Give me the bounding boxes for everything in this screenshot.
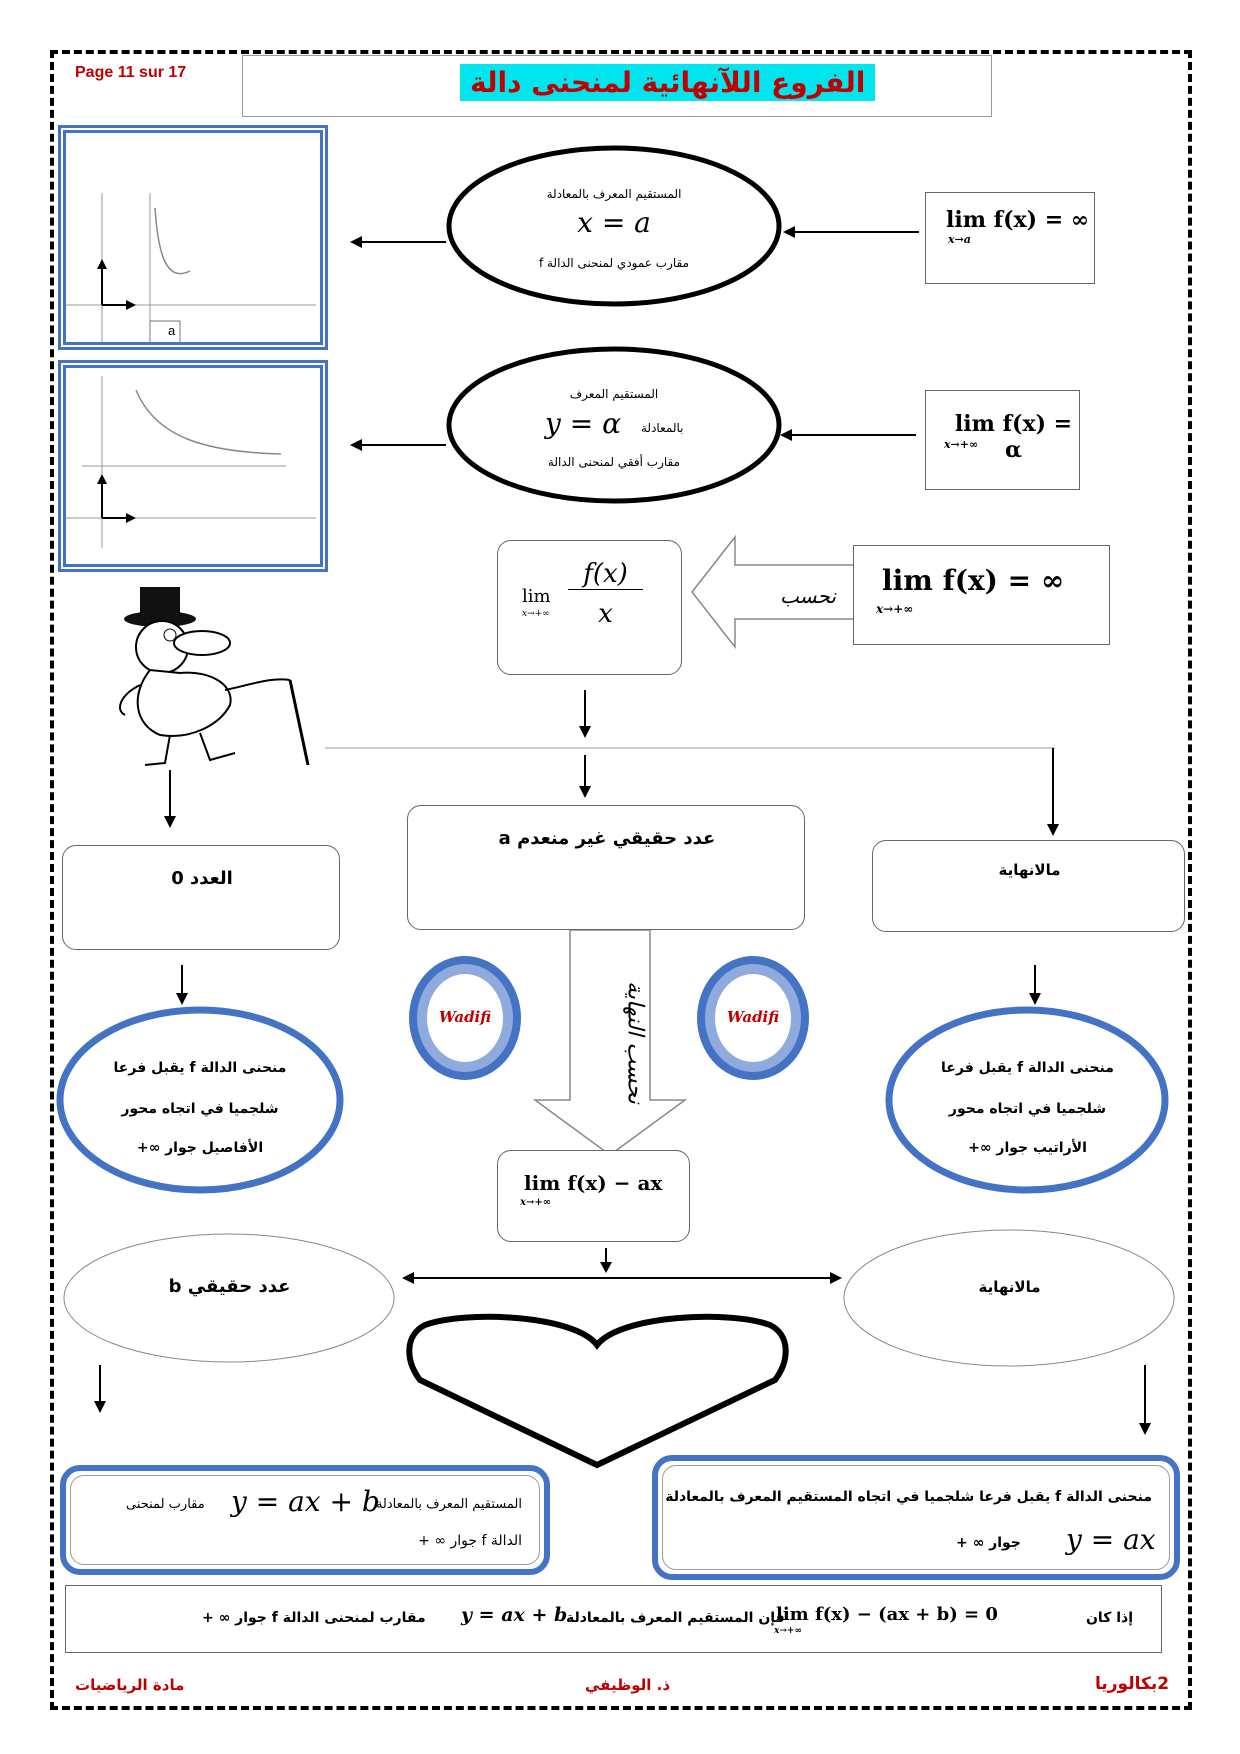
arrows-to-results xyxy=(94,1365,1151,1435)
block-arrow-down xyxy=(532,930,688,1155)
heart-shape xyxy=(406,1313,789,1469)
arrow-left-1 xyxy=(350,236,446,248)
compute-limit-label: نحسب النهاية xyxy=(622,981,648,1104)
oval-real-b: عدد حقيقي b xyxy=(62,1232,397,1364)
title-box xyxy=(242,55,992,117)
split-arrows xyxy=(402,1248,842,1284)
page-title: الفروع اللآنهائية لمنحنى دالة xyxy=(460,64,876,101)
vertical-asymptote-plot xyxy=(66,193,316,344)
ratio-limit-box: lim x→+∞ f(x) x xyxy=(497,540,682,675)
cartoon-duck-illustration xyxy=(119,587,310,766)
middle-limit-box: lim f(x) − ax x→+∞ xyxy=(497,1150,690,1242)
page-number: Page 11 sur 17 xyxy=(75,64,187,81)
arrow-left-2 xyxy=(783,226,919,238)
oval-horizontal-asymptote: المستقيم المعرف y = α بالمعادلة مقارب أف… xyxy=(445,345,783,505)
rule-box: إذا كان lim f(x) − (ax + b) = 0 x→+∞ فإن… xyxy=(65,1585,1162,1653)
infinity-box: مالانهاية xyxy=(872,840,1185,932)
arrow-left-3 xyxy=(350,439,446,451)
zero-box: العدد 0 xyxy=(62,845,340,950)
graph-vertical-asymptote xyxy=(58,125,328,350)
compute-label: نحسب xyxy=(780,584,836,608)
horizontal-asymptote-plot xyxy=(66,376,316,548)
wadifi-badge-left: Wadifi xyxy=(405,952,525,1084)
oval-parabolic-x: منحنى الدالة f يقبل فرعا شلجميا في اتجاه… xyxy=(55,1005,345,1195)
footer-level: 2بكالوريا xyxy=(1095,1674,1170,1694)
arrow-left-4 xyxy=(780,429,916,441)
limit-box-3: lim f(x) = ∞ x→+∞ xyxy=(853,545,1110,645)
oval-infinity: مالانهاية xyxy=(842,1228,1177,1368)
limit-box-1: lim f(x) = ∞ x→a xyxy=(925,192,1095,284)
result-oblique-asymptote: المستقيم المعرف بالمعادلة y = ax + b مقا… xyxy=(60,1465,550,1575)
oval-parabolic-y: منحنى الدالة f يقبل فرعا شلجميا في اتجاه… xyxy=(885,1005,1170,1195)
graph-label-a: a xyxy=(168,323,176,338)
graph-horizontal-asymptote xyxy=(58,360,328,572)
result-parabolic-direction: منحنى الدالة f يقبل فرعا شلجميا في اتجاه… xyxy=(652,1455,1180,1580)
arrows-to-ovals xyxy=(176,965,1041,1005)
footer-subject: مادة الرياضيات xyxy=(75,1676,185,1694)
footer-teacher: ذ. الوظيفي xyxy=(585,1676,671,1694)
oval-vertical-asymptote: المستقيم المعرف بالمعادلة x = a مقارب عم… xyxy=(445,142,783,307)
wadifi-badge-right: Wadifi xyxy=(693,952,813,1084)
branch-connectors xyxy=(164,690,1059,836)
limit-box-2: lim f(x) = α x→+∞ xyxy=(925,390,1080,490)
page-border xyxy=(50,50,1192,1710)
nonzero-real-box: عدد حقيقي غير منعدم a xyxy=(407,805,805,930)
